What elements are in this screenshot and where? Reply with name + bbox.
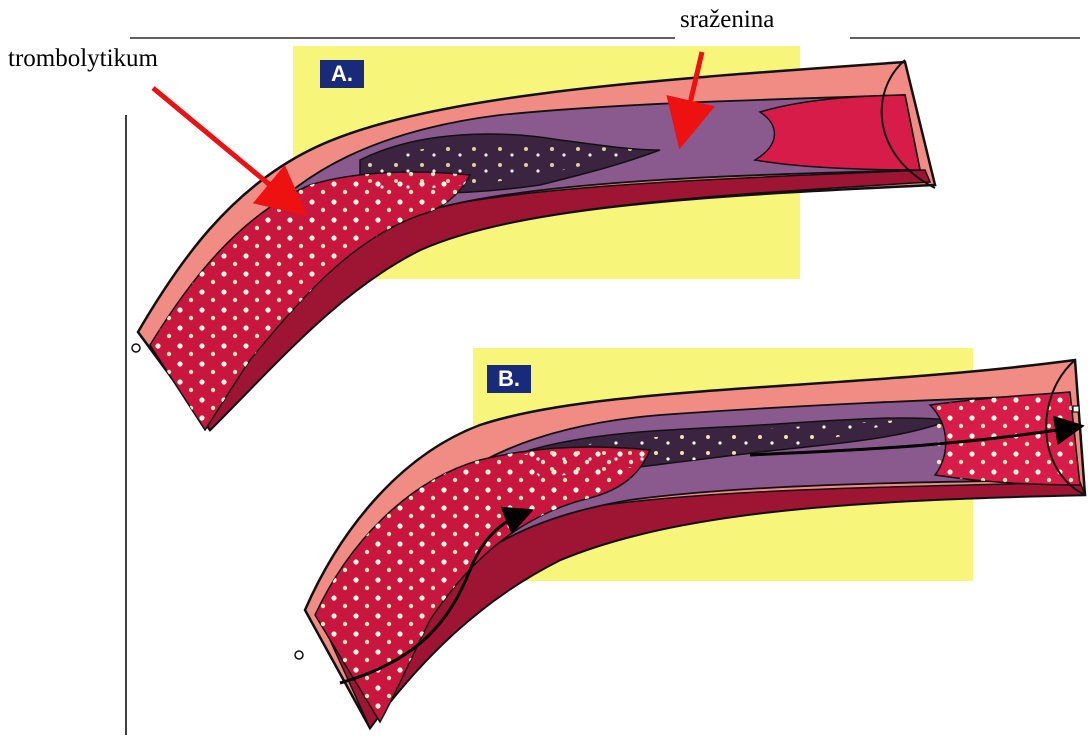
trombolytikum-pointer: [153, 88, 288, 200]
panel-b-tag: B.: [487, 365, 531, 393]
panel-a-tag: A.: [320, 60, 364, 88]
label-trombolytikum: trombolytikum: [8, 45, 158, 73]
small-square: [1073, 406, 1079, 412]
small-circle-b: [295, 651, 303, 659]
label-srazenina: sraženina: [680, 6, 774, 34]
small-circle-a: [132, 344, 140, 352]
